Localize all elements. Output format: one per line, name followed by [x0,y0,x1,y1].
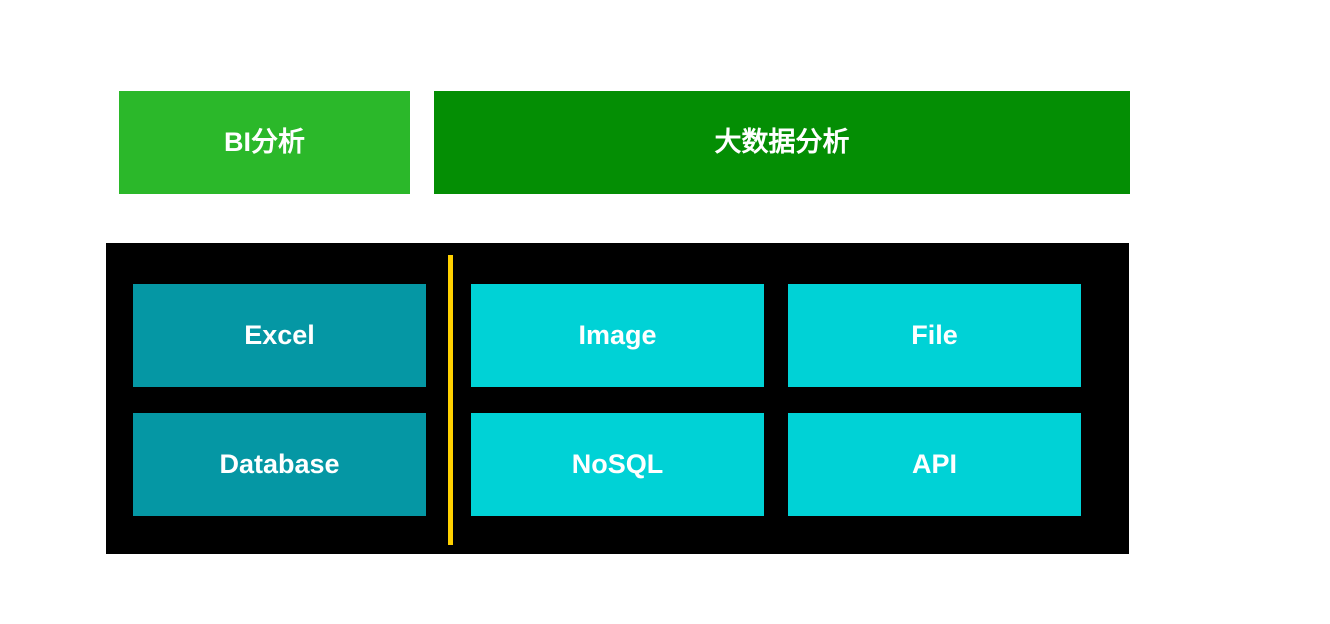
source-box-file-label: File [911,320,958,350]
data-sources-panel: Excel Database Image File NoSQL API [106,243,1129,554]
category-bar-bi-label: BI分析 [224,127,305,157]
source-box-image-label: Image [578,320,657,350]
source-box-nosql: NoSQL [471,413,764,516]
category-bar-bi: BI分析 [119,91,410,194]
source-box-image: Image [471,284,764,387]
source-box-api-label: API [911,449,957,479]
source-box-nosql-label: NoSQL [571,449,664,479]
category-bar-bigdata-label: 大数据分析 [714,127,850,157]
source-box-database: Database [133,413,426,516]
source-box-database-label: Database [219,449,340,479]
category-bar-bigdata: 大数据分析 [434,91,1130,194]
source-box-excel-label: Excel [244,320,315,350]
source-box-file: File [788,284,1081,387]
source-box-excel: Excel [133,284,426,387]
source-box-api: API [788,413,1081,516]
divider-line [448,255,453,545]
